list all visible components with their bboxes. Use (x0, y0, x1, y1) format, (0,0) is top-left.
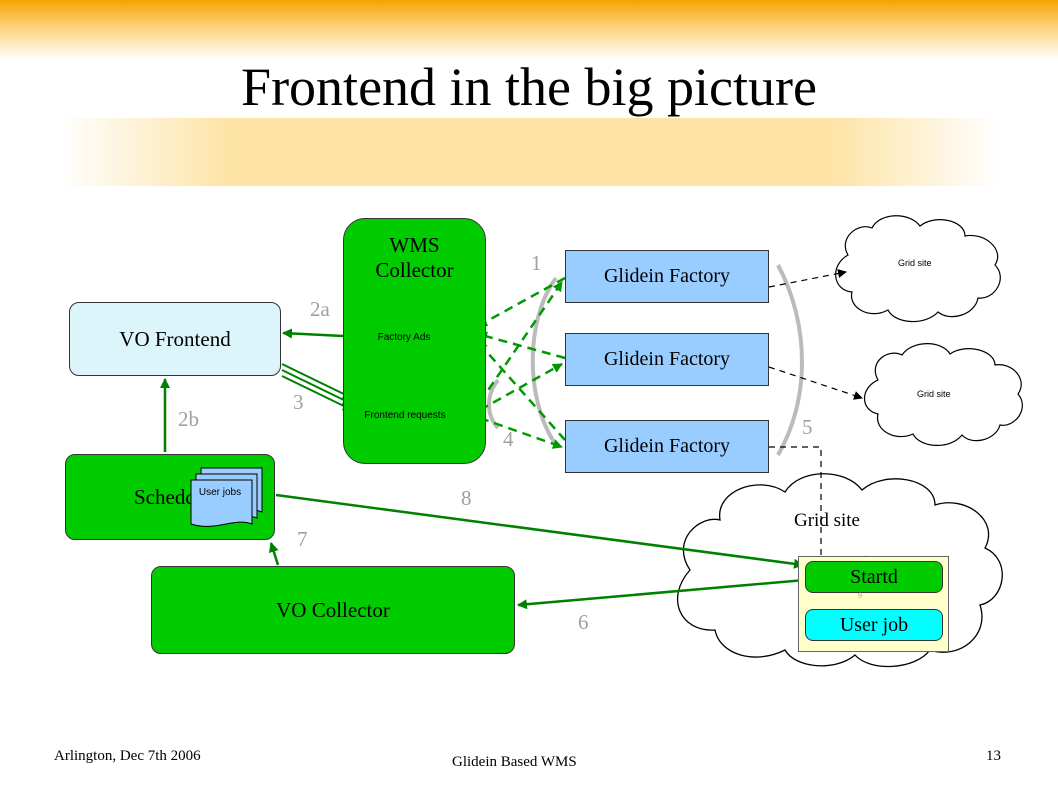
glidein-factory-1: Glidein Factory (565, 250, 769, 303)
startd-box: Startd (805, 561, 943, 593)
user-jobs-stack-front (190, 467, 263, 527)
grid-site-cloud-top (835, 215, 1001, 323)
step-1: 1 (531, 251, 542, 275)
arrow-6 (517, 578, 806, 610)
step-3: 3 (293, 390, 304, 414)
wms-collector-box: WMS Collector (343, 218, 486, 464)
step-7: 7 (297, 527, 308, 551)
step-6: 6 (578, 610, 589, 634)
arrow-8 (275, 493, 804, 569)
header-gradient (0, 0, 1058, 60)
user-jobs-label: User jobs (198, 487, 242, 498)
grid-site-middle-label: Grid site (917, 389, 951, 399)
arrow-3b (281, 369, 353, 405)
glidein-factory-2: Glidein Factory (565, 333, 769, 386)
vo-collector-box: VO Collector (151, 566, 515, 654)
step-8: 8 (461, 486, 472, 510)
step-2b: 2b (178, 407, 199, 431)
page-number: 13 (986, 748, 1001, 764)
title-band (60, 118, 1000, 186)
wms-collector-label: WMS Collector (375, 233, 454, 282)
footer-left: Arlington, Dec 7th 2006 (54, 748, 201, 764)
slide-title: Frontend in the big picture (241, 57, 817, 117)
vo-frontend-box: VO Frontend (69, 302, 281, 376)
glidein-factory-3: Glidein Factory (565, 420, 769, 473)
arrow-7 (268, 542, 280, 566)
arrow-3a (281, 363, 353, 399)
arrow-2a (282, 328, 344, 339)
step-2a: 2a (310, 297, 330, 321)
frontend-requests-label: Frontend requests (364, 410, 446, 421)
factory-ads-label: Factory Ads (377, 332, 431, 343)
step-9: 9 (858, 591, 862, 600)
footer-center: Glidein Based WMS (452, 754, 577, 770)
user-job-box: User job (805, 609, 943, 641)
grid-site-cloud-middle (863, 343, 1023, 446)
grid-site-main-label: Grid site (794, 510, 860, 531)
arrow-3c (281, 375, 353, 411)
step-5: 5 (802, 415, 813, 439)
step-4: 4 (503, 427, 514, 451)
grid-site-top-label: Grid site (898, 258, 932, 268)
